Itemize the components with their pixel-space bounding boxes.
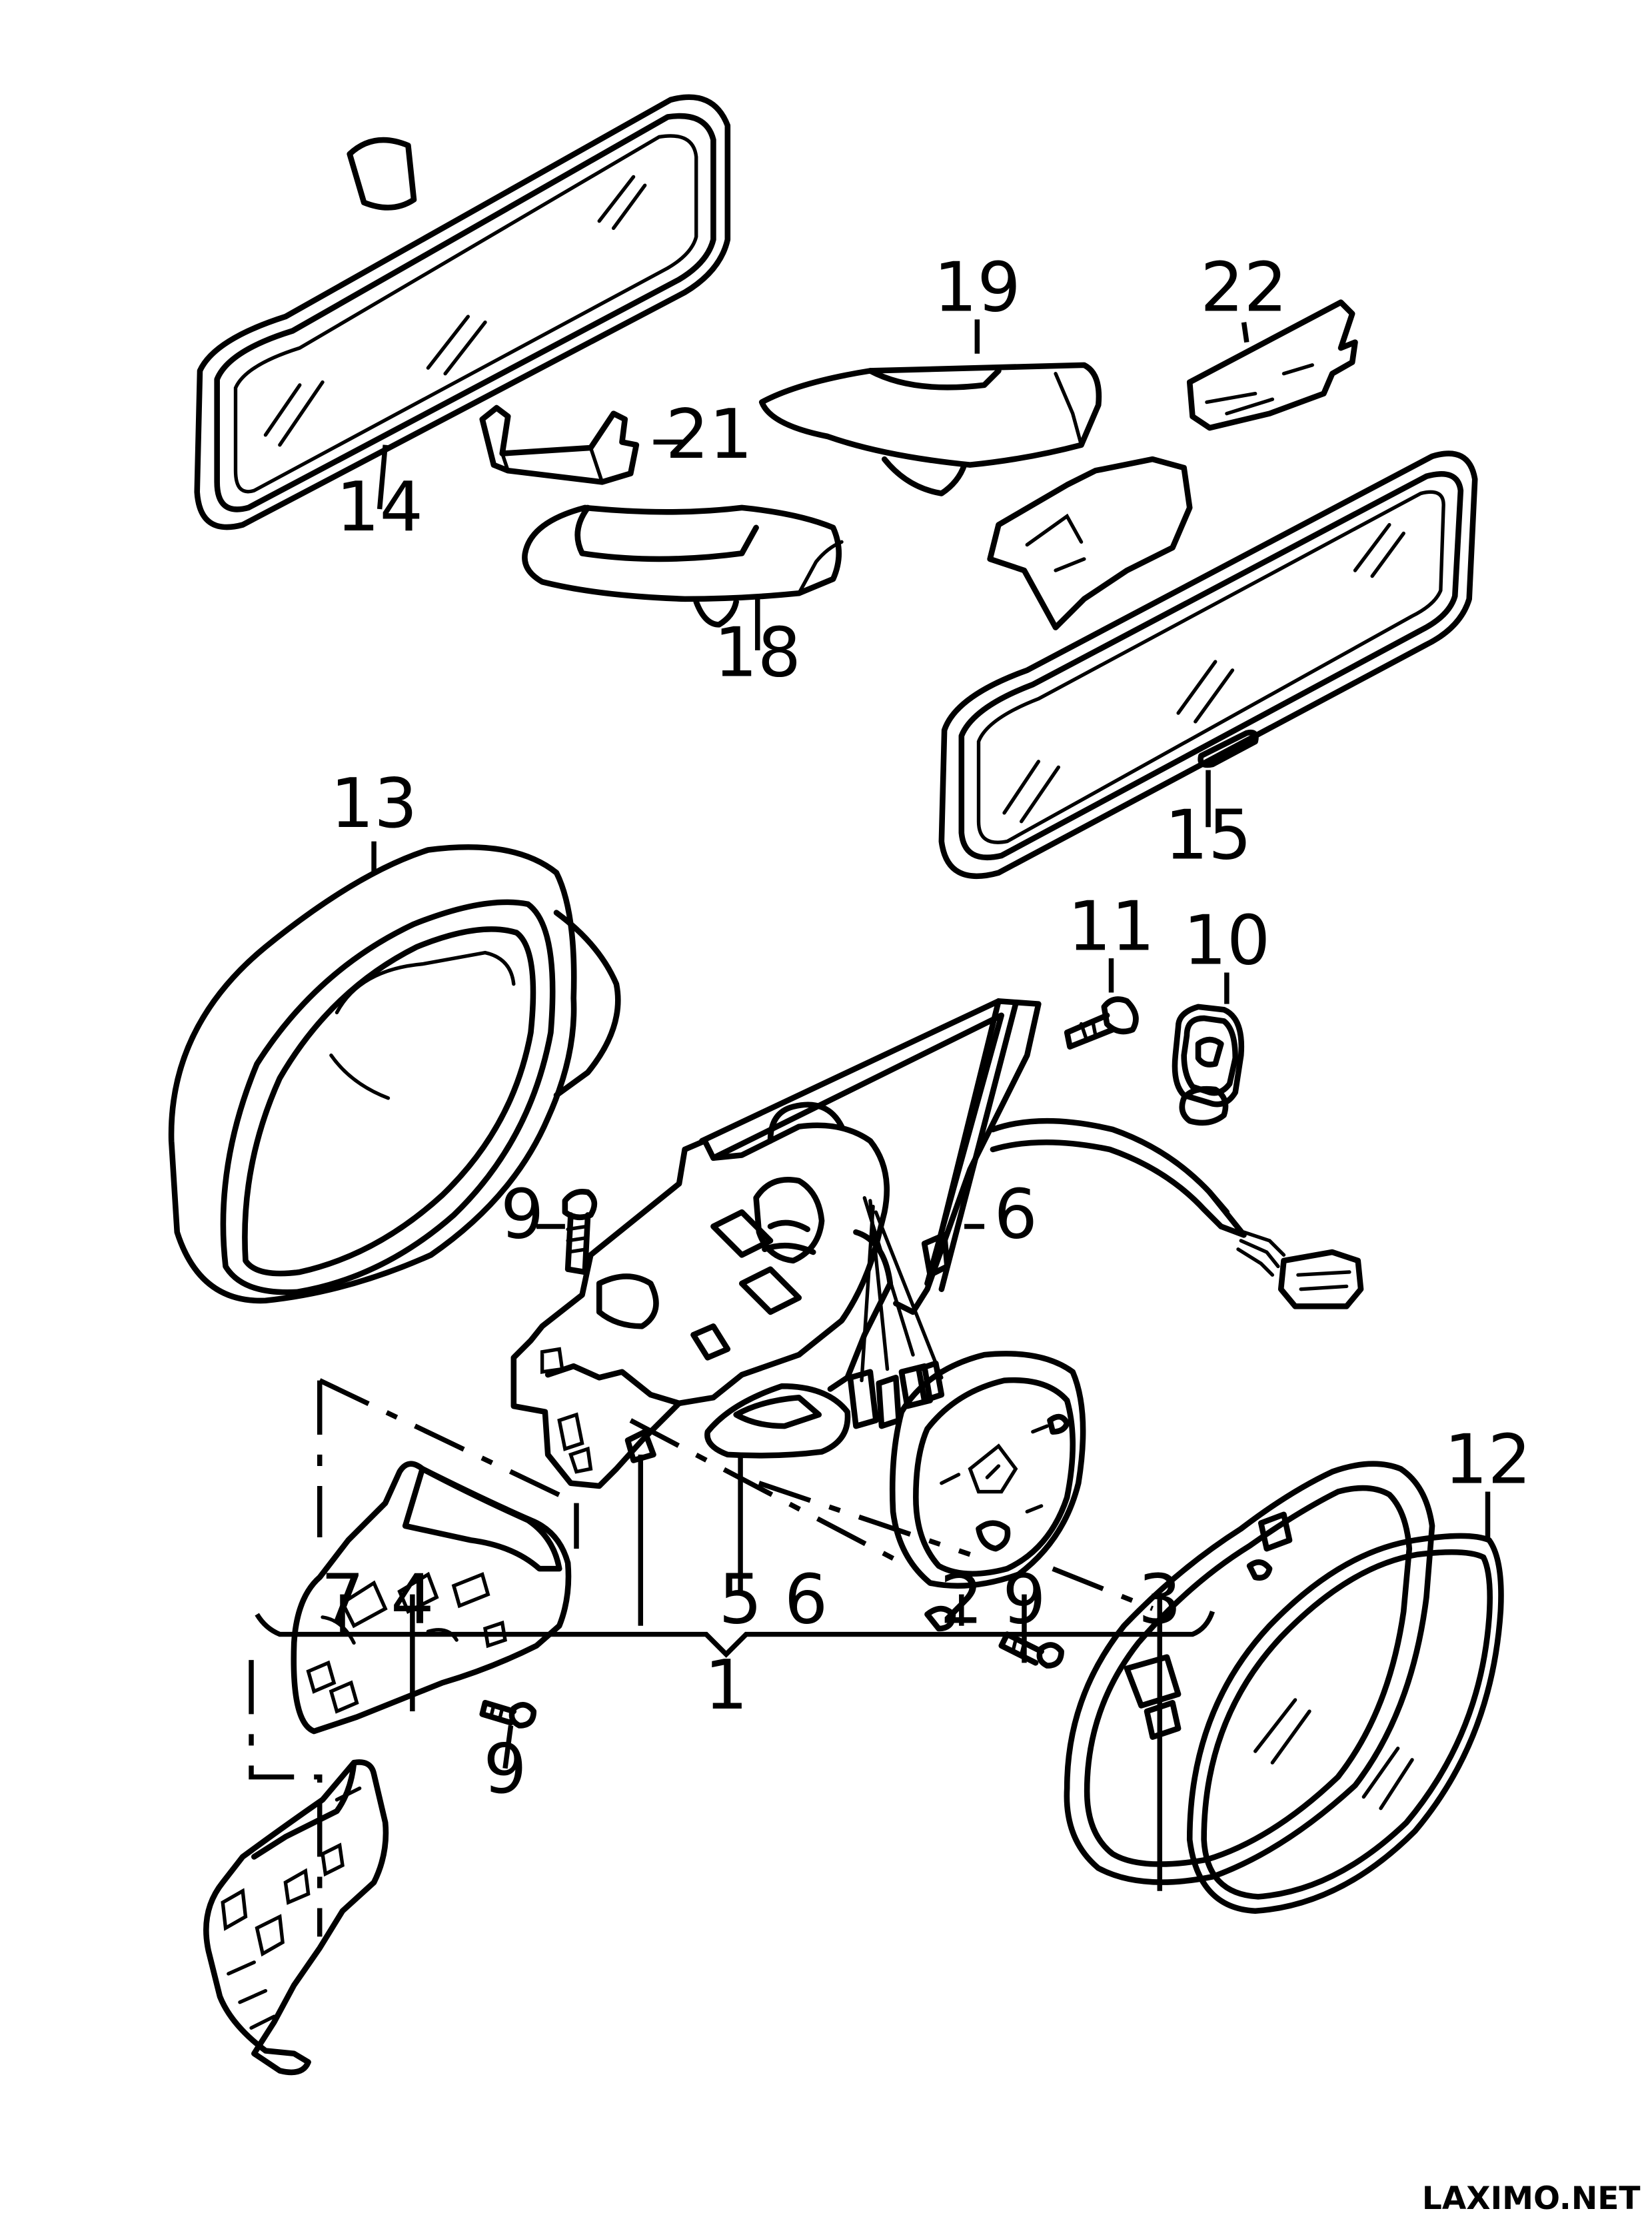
part-11-screw — [1064, 996, 1139, 1050]
callout-19: 19 — [934, 249, 1021, 328]
leader-lines — [255, 319, 1491, 1891]
callout-5: 5 — [718, 1560, 762, 1639]
part-10-holder — [1172, 1004, 1245, 1126]
callout-13: 13 — [331, 764, 418, 844]
callout-14: 14 — [336, 468, 423, 547]
callout-22: 22 — [1200, 249, 1287, 328]
callout-1: 1 — [704, 1646, 748, 1725]
part-15-interior-mirror — [938, 450, 1478, 880]
callout-12: 12 — [1444, 1421, 1531, 1500]
part-14-interior-mirror — [194, 94, 731, 530]
part-7-lower-shell — [203, 1759, 389, 2076]
part-3-carrier — [1064, 1461, 1435, 1885]
callout-6-lower: 6 — [784, 1560, 828, 1639]
callout-18: 18 — [714, 613, 801, 692]
part-6-mirror-base — [510, 998, 1364, 1489]
part-5-seal — [704, 1383, 851, 1459]
callout-11: 11 — [1068, 887, 1155, 966]
callout-7: 7 — [321, 1560, 364, 1639]
part-9-screw-lower — [479, 1700, 537, 1729]
callout-6-upper: 6 — [994, 1175, 1037, 1255]
callout-labels: 14 21 18 19 22 15 13 11 10 6 9 9 12 7 4 … — [321, 249, 1531, 1810]
part-22-bracket — [1186, 299, 1358, 431]
callout-2: 2 — [940, 1560, 983, 1639]
callout-4: 4 — [391, 1560, 434, 1639]
callout-9-lower: 9 — [483, 1730, 526, 1809]
callout-15: 15 — [1165, 796, 1252, 875]
part-21-clip — [479, 404, 640, 485]
part-9-screw-upper — [562, 1189, 598, 1275]
callout-9-bottom: 9 — [1002, 1560, 1046, 1639]
part-19-cover — [758, 362, 1102, 496]
part-18-cover — [522, 504, 844, 628]
callout-21: 21 — [666, 395, 753, 474]
assembly-lines — [249, 1378, 1154, 1937]
part-12-glass — [1186, 1533, 1504, 1914]
callout-3: 3 — [1138, 1560, 1182, 1639]
part-2-motor — [889, 1351, 1086, 1632]
part-4-shell — [291, 1461, 572, 1735]
watermark: LAXIMO.NET — [1422, 2180, 1641, 2217]
callout-10: 10 — [1184, 902, 1271, 981]
callout-9-upper: 9 — [500, 1175, 544, 1255]
part-13-housing — [168, 844, 621, 1304]
